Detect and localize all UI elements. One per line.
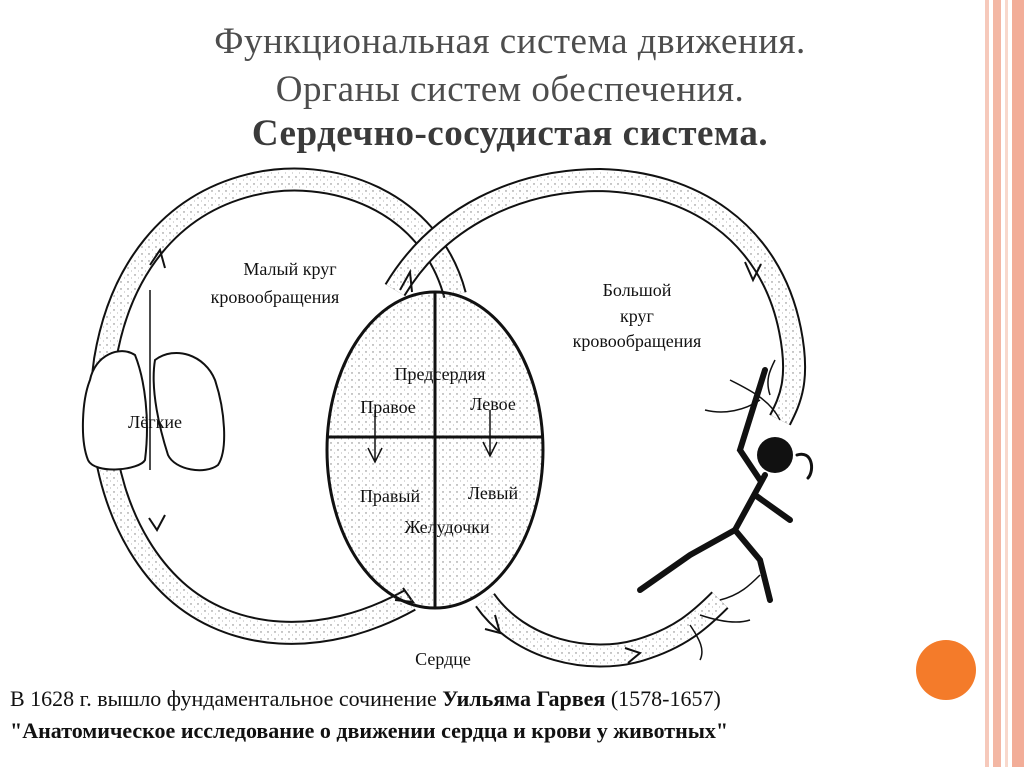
slide-title-line1: Функциональная система движения. (214, 21, 806, 62)
slide-title-line3: Сердечно-сосудистая система. (251, 113, 769, 154)
footer-author: Уильяма Гарвея (442, 686, 606, 711)
decor-stripe (1012, 0, 1024, 767)
arrow-icon (399, 268, 413, 293)
arrow-icon (482, 410, 498, 458)
footer-prefix: В 1628 г. вышло фундаментальное сочинени… (10, 686, 443, 711)
label-small-circle-1: Малый круг (243, 259, 336, 279)
arrow-icon (624, 647, 643, 664)
label-lungs: Лёгкие (128, 412, 182, 432)
slide-title-line2: Органы систем обеспечения. (275, 69, 745, 110)
decor-stripe (1005, 0, 1008, 767)
arrow-icon (744, 261, 762, 283)
label-small-circle-2: кровообращения (211, 287, 340, 307)
label-heart: Сердце (415, 649, 471, 669)
runner-figure (637, 367, 814, 603)
arrow-icon (148, 514, 166, 532)
arrow-icon (149, 247, 166, 269)
label-big-circle-2: круг (620, 306, 654, 326)
footer-line1: В 1628 г. вышло фундаментальное сочинени… (10, 686, 721, 712)
arrow-icon (484, 614, 502, 635)
footer-suffix: (1578-1657) (605, 686, 721, 711)
label-big-circle-1: Большой (603, 280, 672, 300)
label-big-circle-3: кровообращения (573, 331, 702, 351)
footer-line2: "Анатомическое исследование о движении с… (10, 718, 729, 743)
heart (325, 290, 545, 610)
decor-stripe (985, 0, 989, 767)
label-left-atrium: Левое (470, 394, 516, 414)
label-right-ventricle: Правый (360, 486, 421, 506)
label-atria: Предсердия (395, 364, 486, 384)
big-circulation-loop (384, 167, 807, 668)
label-right-atrium: Правое (360, 397, 416, 417)
label-left-ventricle: Левый (468, 483, 519, 503)
decor-stripe (993, 0, 1001, 767)
arrow-icon (367, 410, 383, 464)
label-ventricles: Желудочки (404, 517, 490, 537)
lungs (81, 290, 226, 472)
decor-orange-circle (916, 640, 976, 700)
